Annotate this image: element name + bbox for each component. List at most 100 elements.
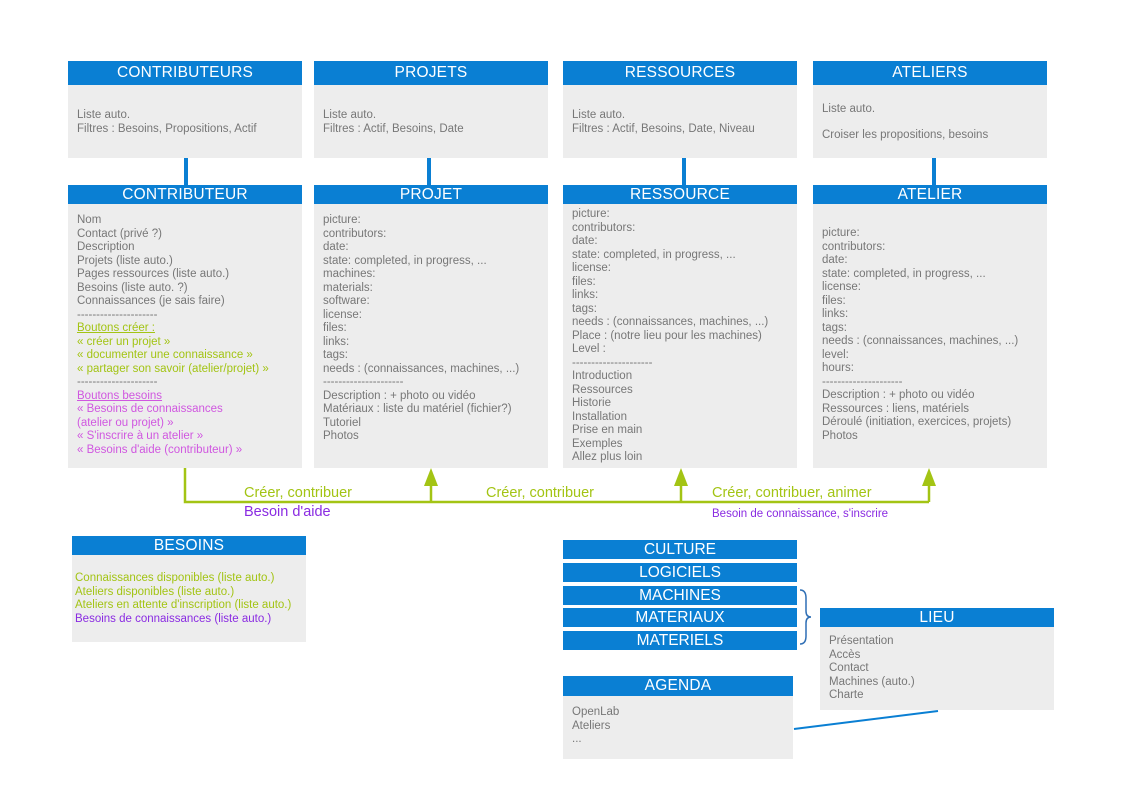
category-bracket (799, 589, 812, 645)
field-line: Level : (572, 343, 606, 355)
flow-label-contribuer-ressource: Créer, contribuer (486, 485, 594, 501)
field-line: Description : + photo ou vidéo (822, 389, 975, 401)
list-projets-title: PROJETS (314, 61, 548, 85)
flow-arrow-ressource (674, 468, 688, 486)
flow-label-animer: Créer, contribuer, animer (712, 485, 872, 501)
list-line: Filtres : Actif, Besoins, Date, Niveau (572, 122, 755, 135)
field-line: links: (323, 335, 350, 348)
field-line: files: (822, 294, 846, 307)
field-line: needs : (connaissances, machines, ...) (323, 362, 520, 375)
entity-ressource-body: picture: contributors: date: state: comp… (563, 204, 797, 468)
field-line: Connaissances (je sais faire) (77, 295, 225, 307)
entity-projet-title: PROJET (314, 185, 548, 204)
field-line: Pages ressources (liste auto.) (77, 268, 230, 280)
field-line: Prise en main (572, 424, 643, 436)
list-contributeurs: CONTRIBUTEURS Liste auto. Filtres : Beso… (68, 61, 302, 158)
create-buttons-heading: Boutons créer : (77, 322, 155, 334)
field-line: license: (822, 281, 861, 293)
field-line: tags: (822, 321, 847, 334)
field-line: Besoins (liste auto. ?) (77, 281, 188, 294)
field-line: Photos (822, 429, 858, 442)
besoins-line: Ateliers disponibles (liste auto.) (75, 585, 235, 598)
field-line: hours: (822, 362, 854, 374)
category-materiaux[interactable]: MATERIAUX (563, 608, 797, 627)
agenda-box: AGENDA OpenLab Ateliers ... (563, 676, 793, 759)
field-line: needs : (connaissances, machines, ...) (572, 316, 769, 328)
entity-ressource: RESSOURCE picture: contributors: date: s… (563, 185, 797, 468)
field-line: Déroulé (initiation, exercices, projets) (822, 416, 1012, 428)
field-line: --------------------- (822, 375, 903, 388)
list-ressources-title: RESSOURCES (563, 61, 797, 85)
category-materiels[interactable]: MATERIELS (563, 631, 797, 650)
lieu-line: Accès (829, 648, 861, 661)
field-line: Place : (notre lieu pour les machines) (572, 329, 762, 342)
entity-contributeur: CONTRIBUTEUR Nom Contact (privé ?) Descr… (68, 185, 302, 468)
field-line: contributors: (822, 240, 886, 253)
category-logiciels[interactable]: LOGICIELS (563, 563, 797, 582)
document-knowledge-button[interactable]: « documenter une connaissance » (77, 349, 253, 361)
field-line: date: (323, 241, 349, 253)
field-line: picture: (822, 227, 860, 239)
besoins-line: Ateliers en attente d'inscription (liste… (75, 599, 292, 611)
entity-contributeur-body: Nom Contact (privé ?) Description Projet… (68, 204, 302, 468)
field-line: state: completed, in progress, ... (323, 254, 487, 267)
field-line: links: (572, 289, 599, 301)
category-culture[interactable]: CULTURE (563, 540, 797, 559)
field-line: needs : (connaissances, machines, ...) (822, 335, 1019, 347)
connector-projets (427, 158, 431, 185)
category-machines[interactable]: MACHINES (563, 586, 797, 605)
connector-contributeurs (184, 158, 188, 185)
field-line: state: completed, in progress, ... (572, 248, 736, 261)
field-line: software: (323, 295, 370, 307)
field-line: links: (822, 308, 849, 320)
list-line: Liste auto. (572, 109, 626, 121)
field-line: picture: (323, 214, 361, 226)
create-project-button[interactable]: « créer un projet » (77, 335, 171, 348)
agenda-line: OpenLab (572, 706, 620, 718)
field-line: Installation (572, 410, 627, 423)
list-line: Filtres : Actif, Besoins, Date (323, 122, 464, 135)
flow-label-contribuer: Créer, contribuer (244, 485, 352, 501)
separator-line: --------------------- (77, 376, 158, 388)
help-needs-button[interactable]: « Besoins d'aide (contributeur) » (77, 443, 243, 456)
flow-label-besoin-connaissance: Besoin de connaissance, s'inscrire (712, 508, 889, 520)
field-line: tags: (572, 302, 597, 315)
field-line: date: (572, 235, 598, 247)
field-line: Ressources : liens, matériels (822, 402, 969, 415)
list-ateliers: ATELIERS Liste auto. Croiser les proposi… (813, 61, 1047, 158)
entity-contributeur-title: CONTRIBUTEUR (68, 185, 302, 204)
list-ressources: RESSOURCES Liste auto. Filtres : Actif, … (563, 61, 797, 158)
field-line: contributors: (572, 221, 636, 234)
besoins-body: Connaissances disponibles (liste auto.) … (72, 555, 306, 642)
field-line: license: (323, 308, 362, 321)
lieu-line: Charte (829, 689, 864, 701)
agenda-lieu-link (793, 710, 939, 730)
field-line: machines: (323, 268, 376, 280)
share-knowledge-button[interactable]: « partager son savoir (atelier/projet) » (77, 362, 269, 375)
knowledge-needs-button-cont[interactable]: (atelier ou projet) » (77, 416, 174, 429)
field-line: Ressources (572, 383, 633, 396)
list-contributeurs-title: CONTRIBUTEURS (68, 61, 302, 85)
field-line: Contact (privé ?) (77, 227, 163, 240)
lieu-line: Contact (829, 662, 869, 674)
knowledge-needs-button[interactable]: « Besoins de connaissances (77, 403, 223, 415)
field-line: contributors: (323, 227, 387, 240)
connector-ateliers (932, 158, 936, 185)
entity-projet-body: picture: contributors: date: state: comp… (314, 204, 548, 468)
field-line: --------------------- (572, 356, 653, 369)
list-ateliers-title: ATELIERS (813, 61, 1047, 85)
agenda-line: Ateliers (572, 719, 611, 732)
flow-arrow-projet (424, 468, 438, 486)
field-line: files: (572, 275, 596, 288)
list-contributeurs-body: Liste auto. Filtres : Besoins, Propositi… (68, 85, 302, 158)
field-line: Description : + photo ou vidéo (323, 389, 476, 402)
register-workshop-button[interactable]: « S'inscrire à un atelier » (77, 430, 204, 442)
field-line: Projets (liste auto.) (77, 254, 173, 267)
field-line: Photos (323, 430, 359, 442)
list-line: Filtres : Besoins, Propositions, Actif (77, 122, 257, 135)
besoins-line: Connaissances disponibles (liste auto.) (75, 572, 275, 584)
list-line: Liste auto. (822, 103, 876, 115)
field-line: Introduction (572, 370, 633, 382)
flow-label-besoin-aide: Besoin d'aide (244, 504, 331, 520)
